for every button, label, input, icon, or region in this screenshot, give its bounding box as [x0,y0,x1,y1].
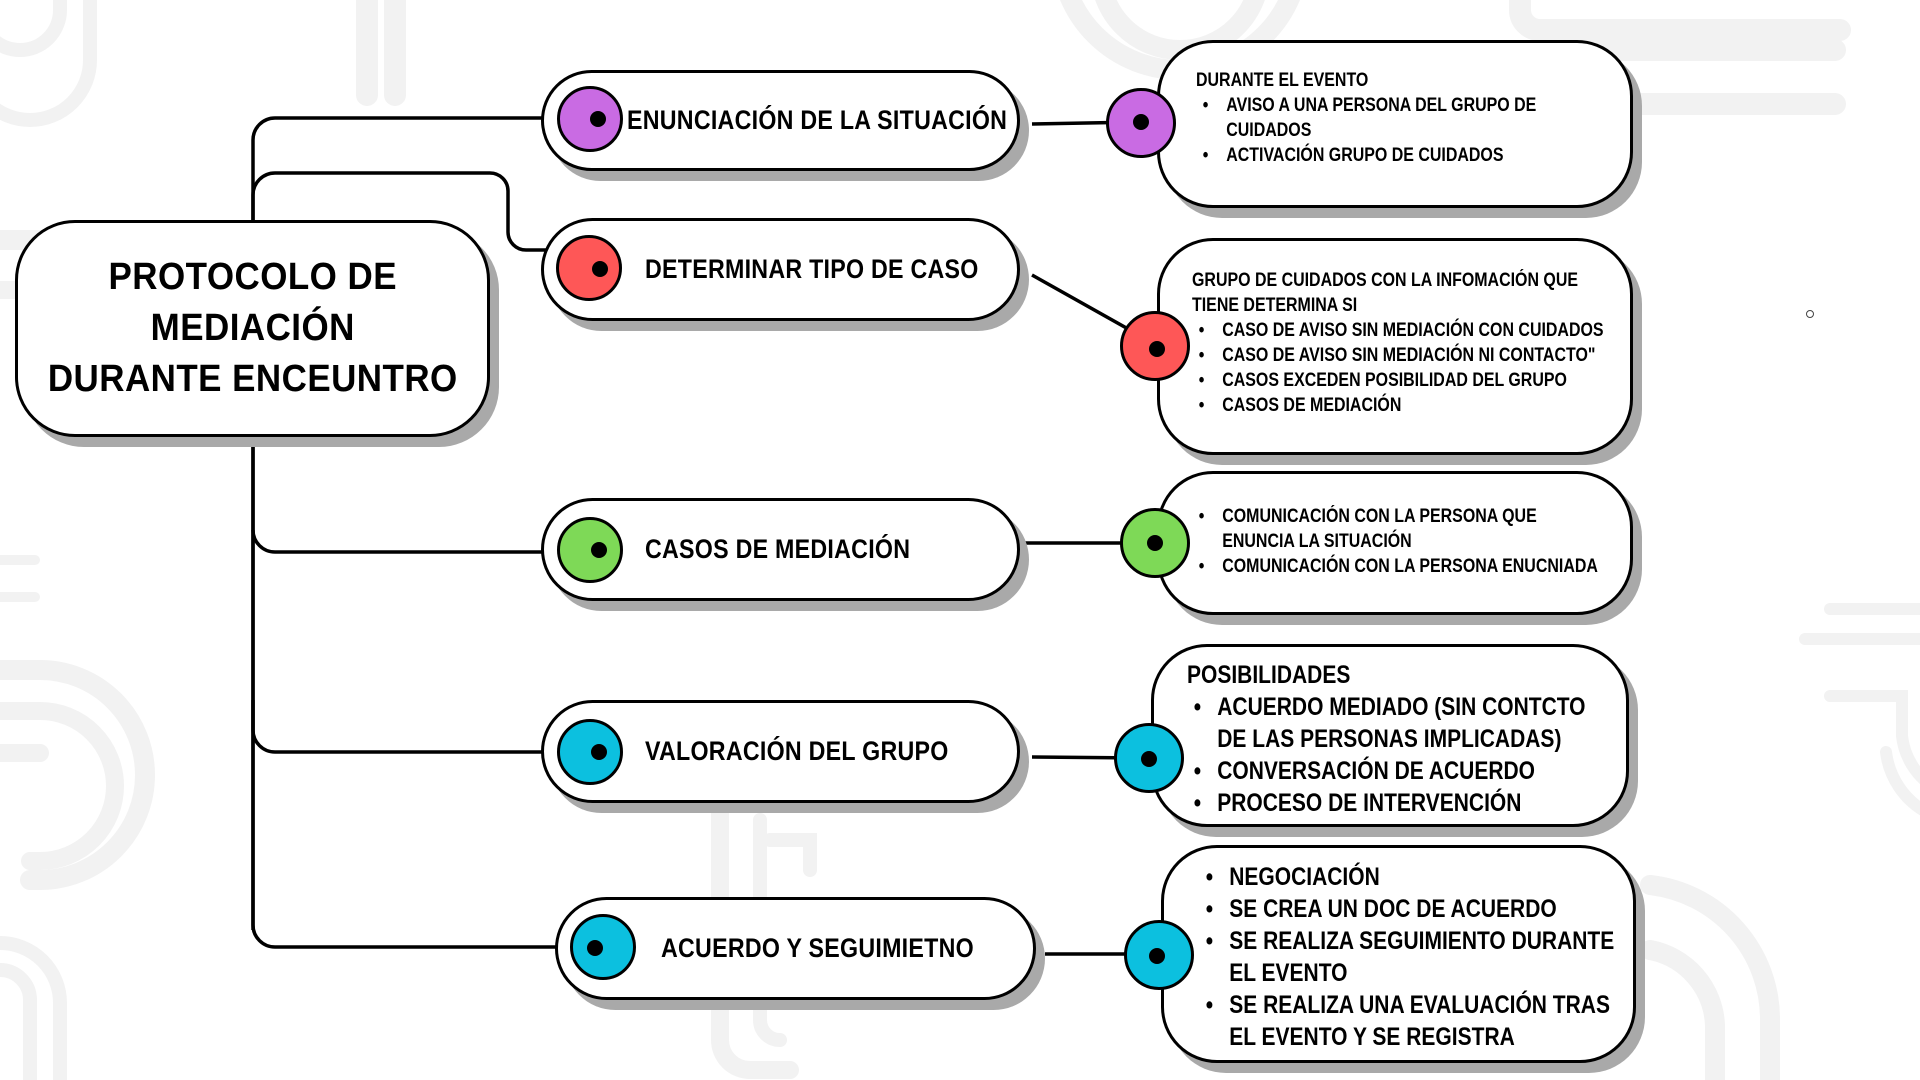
detail-enunciacion: DURANTE EL EVENTO AVISO A UNA PERSONA DE… [1157,40,1633,208]
blue-node-icon [557,719,623,785]
detail-text: GRUPO DE CUIDADOS CON LA INFOMACIÓN QUE … [1192,268,1604,418]
detail-item: ACTIVACIÓN GRUPO DE CUIDADOS [1196,143,1536,168]
branch-label: ACUERDO Y SEGUIMIETNO [661,933,974,963]
detail-item: CASOS EXCEDEN POSIBILIDAD DEL GRUPO [1192,368,1604,393]
connector-root-branch-1 [251,116,590,220]
red-node-icon [1120,311,1190,381]
connector-root-branch-4 [251,700,590,754]
detail-acuerdo-seguimiento: NEGOCIACIÓN SE CREA UN DOC DE ACUERDO SE… [1161,845,1636,1063]
root-title-line: PROTOCOLO DE [108,256,397,298]
detail-item: PROCESO DE INTERVENCIÓN [1187,787,1586,819]
root-title: PROTOCOLO DE MEDIACIÓN DURANTE ENCEUNTRO [48,252,458,405]
branch-label: VALORACIÓN DEL GRUPO [645,736,949,766]
detail-item: NEGOCIACIÓN [1199,861,1614,893]
detail-heading: GRUPO DE CUIDADOS CON LA INFOMACIÓN QUE [1192,270,1579,291]
connector-root-branch-5 [251,437,605,949]
detail-text: NEGOCIACIÓN SE CREA UN DOC DE ACUERDO SE… [1199,861,1615,1053]
detail-item: CASO DE AVISO SIN MEDIACIÓN NI CONTACTO" [1192,343,1604,368]
purple-node-icon [1106,88,1176,158]
detail-list: NEGOCIACIÓN SE CREA UN DOC DE ACUERDO SE… [1199,861,1615,1053]
branch-label: CASOS DE MEDIACIÓN [645,534,911,564]
connector-root-branch-3 [251,437,590,554]
detail-heading: TIENE DETERMINA SI [1192,295,1358,316]
detail-item: SE CREA UN DOC DE ACUERDO [1199,893,1614,925]
detail-valoracion: POSIBILIDADES ACUERDO MEDIADO (SIN CONTC… [1151,644,1629,827]
detail-list: CASO DE AVISO SIN MEDIACIÓN CON CUIDADOS… [1192,318,1604,418]
detail-list: AVISO A UNA PERSONA DEL GRUPO DECUIDADOS… [1196,93,1537,168]
branch-label: DETERMINAR TIPO DE CASO [645,254,979,284]
blue-node-icon [1124,920,1194,990]
branch-label: ENUNCIACIÓN DE LA SITUACIÓN [627,105,1008,135]
branch-determinar-tipo[interactable]: DETERMINAR TIPO DE CASO [541,218,1020,321]
root-title-line: MEDIACIÓN [150,307,355,349]
green-node-icon [1120,508,1190,578]
purple-node-icon [557,86,623,152]
detail-text: POSIBILIDADES ACUERDO MEDIADO (SIN CONTC… [1187,659,1586,819]
blue-node-icon [570,914,636,980]
root-node: PROTOCOLO DE MEDIACIÓN DURANTE ENCEUNTRO [15,220,490,437]
green-node-icon [557,517,623,583]
detail-determinar-tipo: GRUPO DE CUIDADOS CON LA INFOMACIÓN QUE … [1157,238,1633,455]
detail-text: DURANTE EL EVENTO AVISO A UNA PERSONA DE… [1196,68,1536,168]
detail-item: CONVERSACIÓN DE ACUERDO [1187,755,1586,787]
detail-heading: DURANTE EL EVENTO [1196,70,1369,91]
small-dot-marker [1806,310,1814,318]
detail-item: COMUNICACIÓN CON LA PERSONA ENUCNIADA [1192,554,1598,579]
blue-node-icon [1114,723,1184,793]
root-title-line: DURANTE ENCEUNTRO [47,358,458,400]
detail-item: CASOS DE MEDIACIÓN [1192,393,1604,418]
detail-item: CASO DE AVISO SIN MEDIACIÓN CON CUIDADOS [1192,318,1604,343]
detail-heading: POSIBILIDADES [1187,661,1351,689]
red-node-icon [556,235,622,301]
